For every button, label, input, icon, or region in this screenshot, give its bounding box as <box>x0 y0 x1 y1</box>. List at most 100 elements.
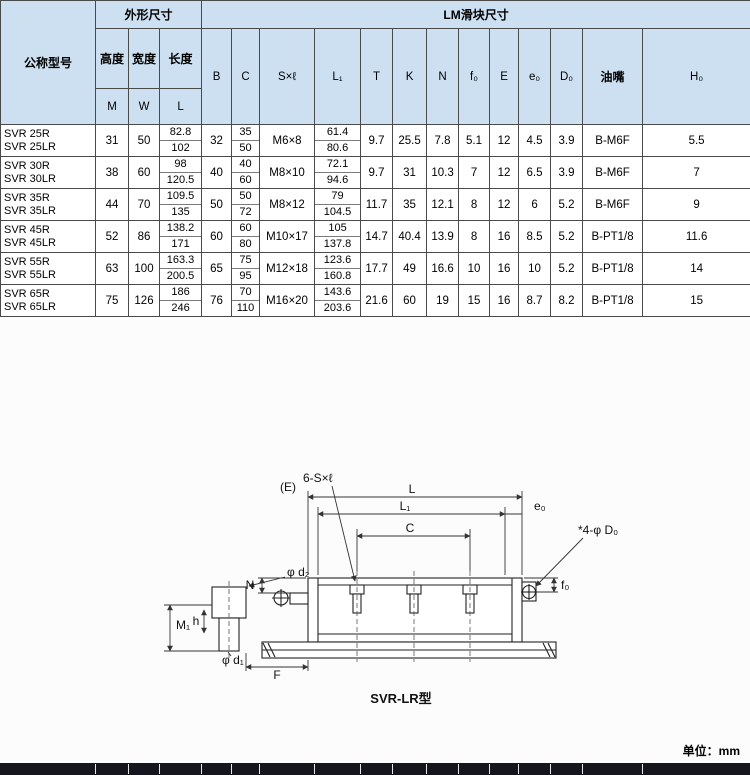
cell-B: 40 <box>201 156 233 189</box>
cell-S: M12×18 <box>259 252 316 285</box>
header-group-lm: LM滑块尺寸 <box>201 0 750 29</box>
header-L: L <box>158 88 203 125</box>
cell-L: 109.5 135 <box>158 188 203 221</box>
value-line: 94.6 <box>315 172 360 188</box>
centerlines <box>228 571 471 662</box>
column-separator <box>95 764 96 774</box>
model-line: SVR 65R <box>4 287 50 300</box>
cell-S: M6×8 <box>259 124 316 157</box>
header-D0: D₀ <box>550 28 584 125</box>
value-line: 50 <box>239 190 252 202</box>
header-N: N <box>426 28 460 125</box>
value-line: 109.5 <box>166 190 195 202</box>
column-separator <box>360 764 361 774</box>
cell-f0: 7 <box>458 156 491 189</box>
cell-M: 63 <box>95 252 129 285</box>
header-f0: f₀ <box>458 28 491 125</box>
value-line: 135 <box>160 204 201 220</box>
label-C: C <box>406 521 415 535</box>
cell-H0: 5.5 <box>642 124 750 157</box>
value-line: 61.4 <box>326 126 349 138</box>
technical-diagram: (E) 6-S×ℓ L L₁ e₀ C *4-φ D₀ f₀ N φ d₂ M₁… <box>164 471 618 706</box>
cell-M: 31 <box>95 124 129 157</box>
header-oil-nipple: 油嘴 <box>582 28 644 125</box>
cell-e0: 8.7 <box>518 284 552 317</box>
value-line: 95 <box>232 268 259 284</box>
value-line: 200.5 <box>160 268 201 284</box>
column-separator <box>259 764 260 774</box>
header-width: 宽度 <box>128 28 160 89</box>
label-e0: e₀ <box>534 499 546 513</box>
column-separator <box>392 764 393 774</box>
value-line: 137.8 <box>315 236 360 252</box>
value-line: 80.6 <box>315 140 360 156</box>
cell-E: 16 <box>489 284 520 317</box>
cell-B: 65 <box>201 252 233 285</box>
label-L: L <box>409 482 416 496</box>
cell-D0: 5.2 <box>550 188 584 221</box>
header-E: E <box>489 28 520 125</box>
header-group-outer: 外形尺寸 <box>94 0 203 29</box>
column-separator <box>231 764 232 774</box>
model-line: SVR 65LR <box>4 300 56 313</box>
diagram-caption: SVR-LR型 <box>370 691 431 706</box>
next-table-header-bar <box>0 763 750 775</box>
model-line: SVR 25R <box>4 127 50 140</box>
model-line: SVR 35LR <box>4 204 56 217</box>
column-separator <box>458 764 459 774</box>
cell-W: 86 <box>128 220 160 253</box>
cell-T: 11.7 <box>360 188 394 221</box>
cell-H0: 15 <box>642 284 750 317</box>
column-separator <box>518 764 519 774</box>
label-bolt-callout: 6-S×ℓ <box>303 471 333 485</box>
cell-e0: 4.5 <box>518 124 552 157</box>
model-line: SVR 45LR <box>4 236 56 249</box>
cell-W: 126 <box>128 284 160 317</box>
value-line: 102 <box>160 140 201 156</box>
value-line: 70 <box>239 286 252 298</box>
cell-S: M8×10 <box>259 156 316 189</box>
cell-E: 16 <box>489 252 520 285</box>
value-line: 110 <box>232 300 259 316</box>
cell-B: 76 <box>201 284 233 317</box>
cell-D0: 3.9 <box>550 124 584 157</box>
column-separator <box>550 764 551 774</box>
cell-N: 10.3 <box>426 156 460 189</box>
cell-W: 100 <box>128 252 160 285</box>
cell-N: 19 <box>426 284 460 317</box>
column-separator <box>314 764 315 774</box>
cell-W: 50 <box>128 124 160 157</box>
column-separator <box>642 764 643 774</box>
value-line: 123.6 <box>323 254 352 266</box>
value-line: 163.3 <box>166 254 195 266</box>
cell-T: 21.6 <box>360 284 394 317</box>
header-length: 长度 <box>158 28 203 89</box>
value-line: 60 <box>232 172 259 188</box>
cell-K: 25.5 <box>392 124 428 157</box>
cell-e0: 6.5 <box>518 156 552 189</box>
label-L1: L₁ <box>400 499 411 513</box>
label-h: h <box>193 614 200 628</box>
spec-table: 公称型号 外形尺寸 LM滑块尺寸 高度 宽度 长度 B C S×ℓ L₁ T K… <box>0 0 750 317</box>
cell-S: M8×12 <box>259 188 316 221</box>
value-line: 80 <box>232 236 259 252</box>
cell-e0: 8.5 <box>518 220 552 253</box>
model-line: SVR 30LR <box>4 172 56 185</box>
label-E: (E) <box>280 480 296 494</box>
